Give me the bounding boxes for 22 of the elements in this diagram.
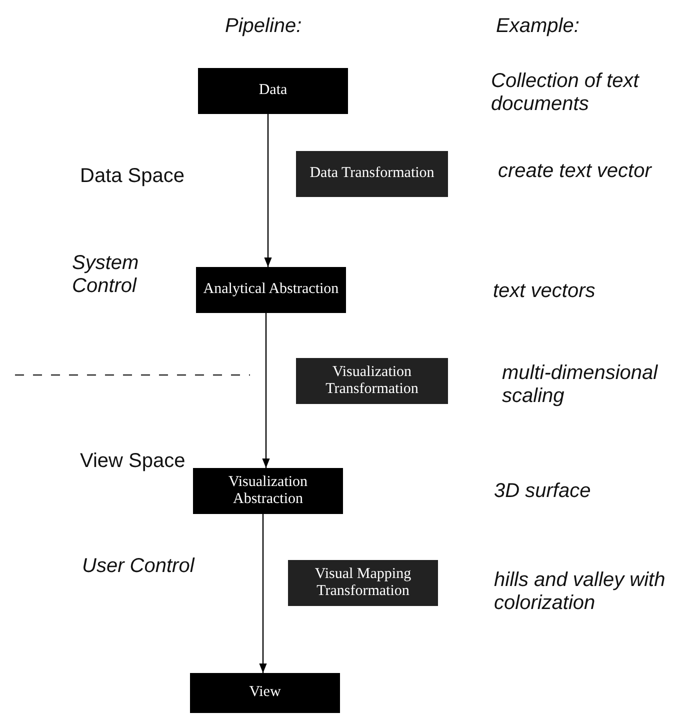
side-label: System Control [72, 252, 140, 298]
example-text: text vectors [493, 280, 596, 303]
transformation-box: Visualization Transformation [296, 358, 448, 404]
example-text: 3D surface [494, 480, 592, 503]
arrow [259, 514, 267, 673]
example-text: Collection of text documents [491, 70, 640, 116]
arrow [262, 313, 270, 468]
side-label: User Control [82, 555, 196, 578]
side-label: View Space [80, 450, 186, 473]
stage-box: Data [198, 68, 348, 114]
side-label: Data Space [80, 165, 186, 188]
example-text: create text vector [498, 160, 653, 183]
transformation-box: Visual Mapping Transformation [288, 560, 438, 606]
arrow [264, 114, 272, 267]
stage-box: View [190, 673, 340, 713]
column-heading: Pipeline: [225, 15, 302, 38]
example-text: hills and valley with colorization [494, 569, 666, 615]
transformation-box: Data Transformation [296, 151, 448, 197]
stage-box: Analytical Abstraction [196, 267, 346, 313]
column-heading: Example: [496, 15, 580, 38]
stage-box: Visualization Abstraction [193, 468, 343, 514]
example-text: multi-dimensional scaling [502, 362, 659, 408]
